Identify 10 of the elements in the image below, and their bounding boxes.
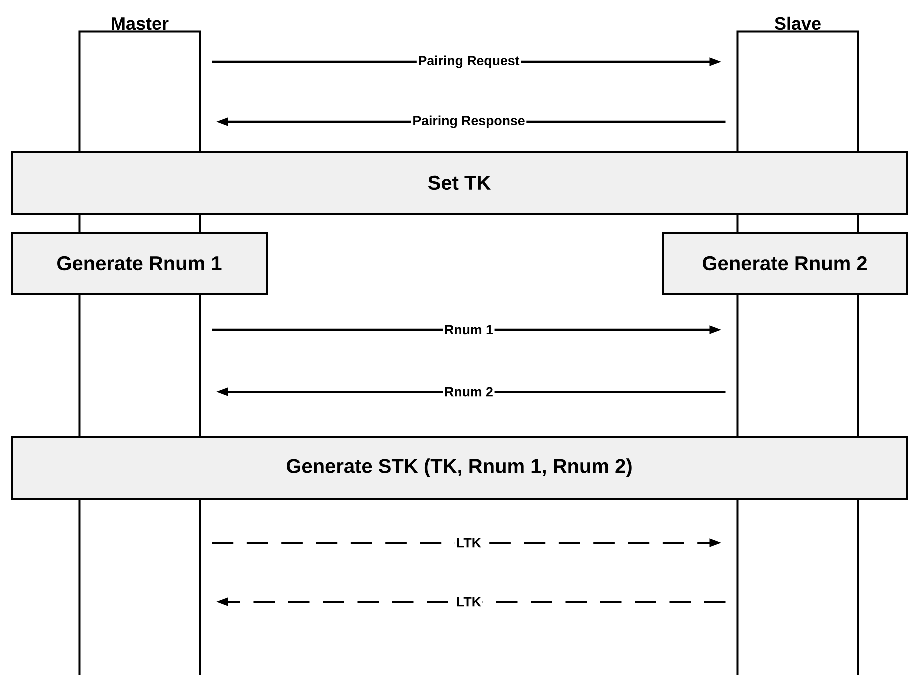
process-band: Generate STK (TK, Rnum 1, Rnum 2) (11, 436, 908, 500)
edge-label: Pairing Request (416, 54, 522, 70)
process-band: Generate Rnum 2 (662, 232, 908, 295)
edge-label: Pairing Response (411, 114, 527, 130)
edge-label: Rnum 1 (443, 324, 495, 336)
edge-label: LTK (455, 596, 483, 608)
process-band: Set TK (11, 151, 908, 215)
process-band: Generate Rnum 1 (11, 232, 268, 295)
edge-label: LTK (455, 537, 483, 549)
edge-label: Rnum 2 (443, 386, 495, 398)
